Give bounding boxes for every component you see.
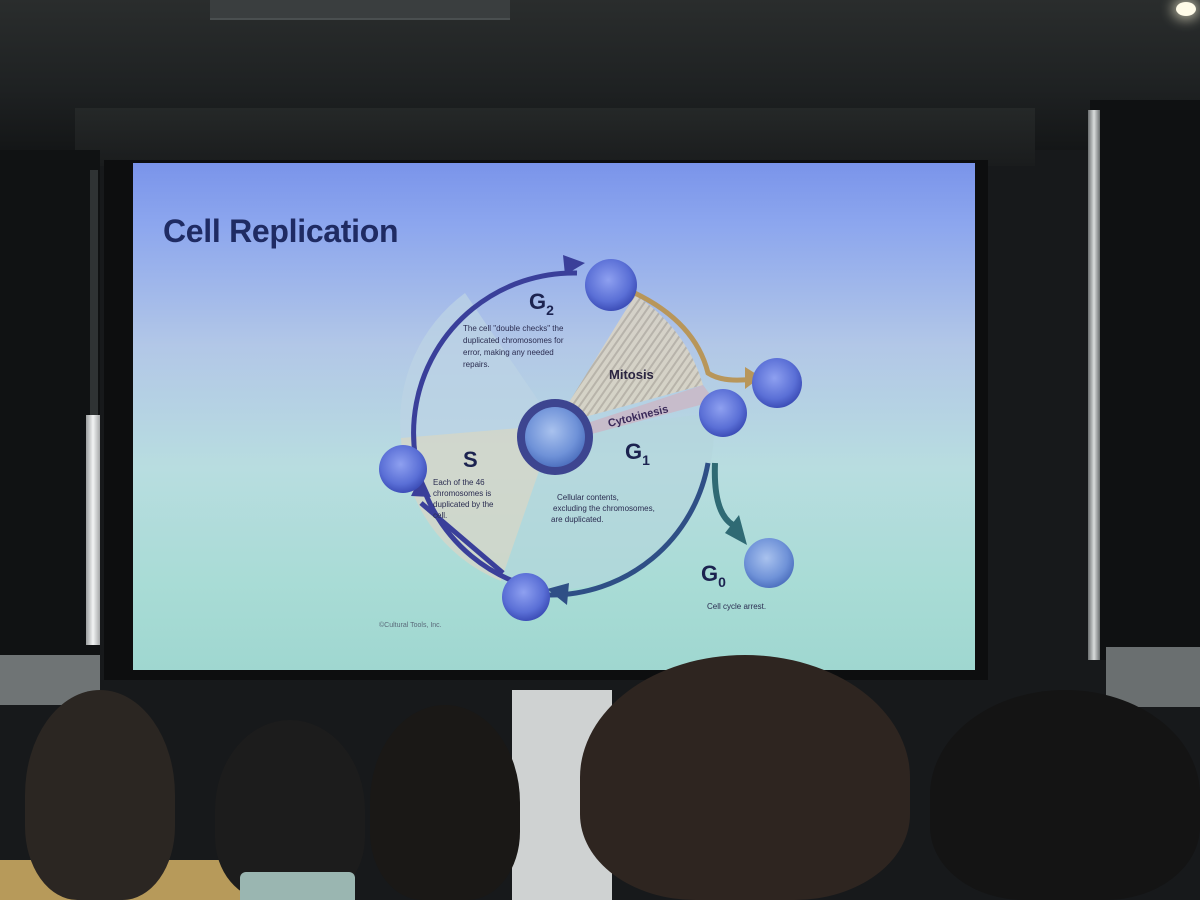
s-description: Each of the 46 chromosomes is duplicated… [433, 478, 494, 520]
cell-mitosis-top [752, 358, 802, 408]
cycle-arrowhead-top [563, 255, 585, 275]
mitosis-label: Mitosis [609, 367, 654, 382]
g1-label: G1 [625, 439, 650, 468]
slide-title: Cell Replication [163, 213, 399, 249]
mitosis-sector [555, 295, 703, 425]
right-wall [1090, 100, 1200, 660]
audience-head [580, 655, 910, 900]
ceiling-vent [210, 0, 510, 20]
s-sector [401, 425, 555, 581]
svg-text:error, making any needed: error, making any needed [463, 348, 554, 357]
audience-head [25, 690, 175, 900]
audience-collar [240, 872, 355, 900]
cycle-arrowhead-left [411, 475, 431, 497]
svg-text:duplicated chromosomes for: duplicated chromosomes for [463, 336, 564, 345]
ceiling-light [1176, 2, 1196, 16]
right-pole [1088, 110, 1100, 660]
cycle-arc-bottom [547, 462, 711, 598]
svg-text:Cellular contents,: Cellular contents, [557, 493, 619, 502]
g2-sector [400, 293, 555, 438]
g0-description: Cell cycle arrest. [707, 602, 766, 611]
g2-label: G2 [529, 289, 554, 318]
presentation-slide: Cell Replication [133, 163, 975, 670]
cell-cycle-diagram: G2 S G1 G0 Mitosis Cytokinesis The cell … [379, 255, 802, 629]
svg-text:The cell "double checks" the: The cell "double checks" the [463, 324, 564, 333]
audience-head [370, 705, 520, 900]
svg-text:excluding the chromosomes,: excluding the chromosomes, [553, 504, 655, 513]
svg-text:are duplicated.: are duplicated. [551, 515, 603, 524]
audience-head [930, 690, 1200, 900]
svg-text:duplicated by the: duplicated by the [433, 500, 494, 509]
s-label: S [463, 447, 478, 472]
left-pole-upper [90, 170, 98, 415]
projector-screen-housing [75, 108, 1035, 166]
svg-text:chromosomes is: chromosomes is [433, 489, 491, 498]
cell-mitosis-bottom [699, 389, 747, 437]
cell-g0 [744, 538, 794, 588]
cell-s [379, 445, 427, 493]
cycle-arrowhead-bottom [547, 583, 569, 605]
svg-text:repairs.: repairs. [463, 360, 490, 369]
svg-text:Each of the 46: Each of the 46 [433, 478, 485, 487]
cytokinesis-band [563, 385, 715, 439]
svg-text:cell.: cell. [433, 511, 447, 520]
g0-arrowhead [725, 515, 747, 545]
left-pole [86, 415, 100, 645]
g0-label: G0 [701, 561, 726, 590]
audience-head [215, 720, 365, 900]
g2-description: The cell "double checks" the duplicated … [463, 324, 564, 369]
right-monitor [1106, 647, 1200, 707]
left-wall [0, 150, 100, 660]
cycle-arc-left [411, 270, 578, 586]
g0-arrow [711, 462, 735, 528]
cell-g2 [585, 259, 637, 311]
g1-description: Cellular contents, excluding the chromos… [551, 493, 655, 524]
copyright-text: ©Cultural Tools, Inc. [379, 621, 442, 629]
cell-bottom [502, 573, 550, 621]
mitosis-arrow [610, 280, 754, 383]
